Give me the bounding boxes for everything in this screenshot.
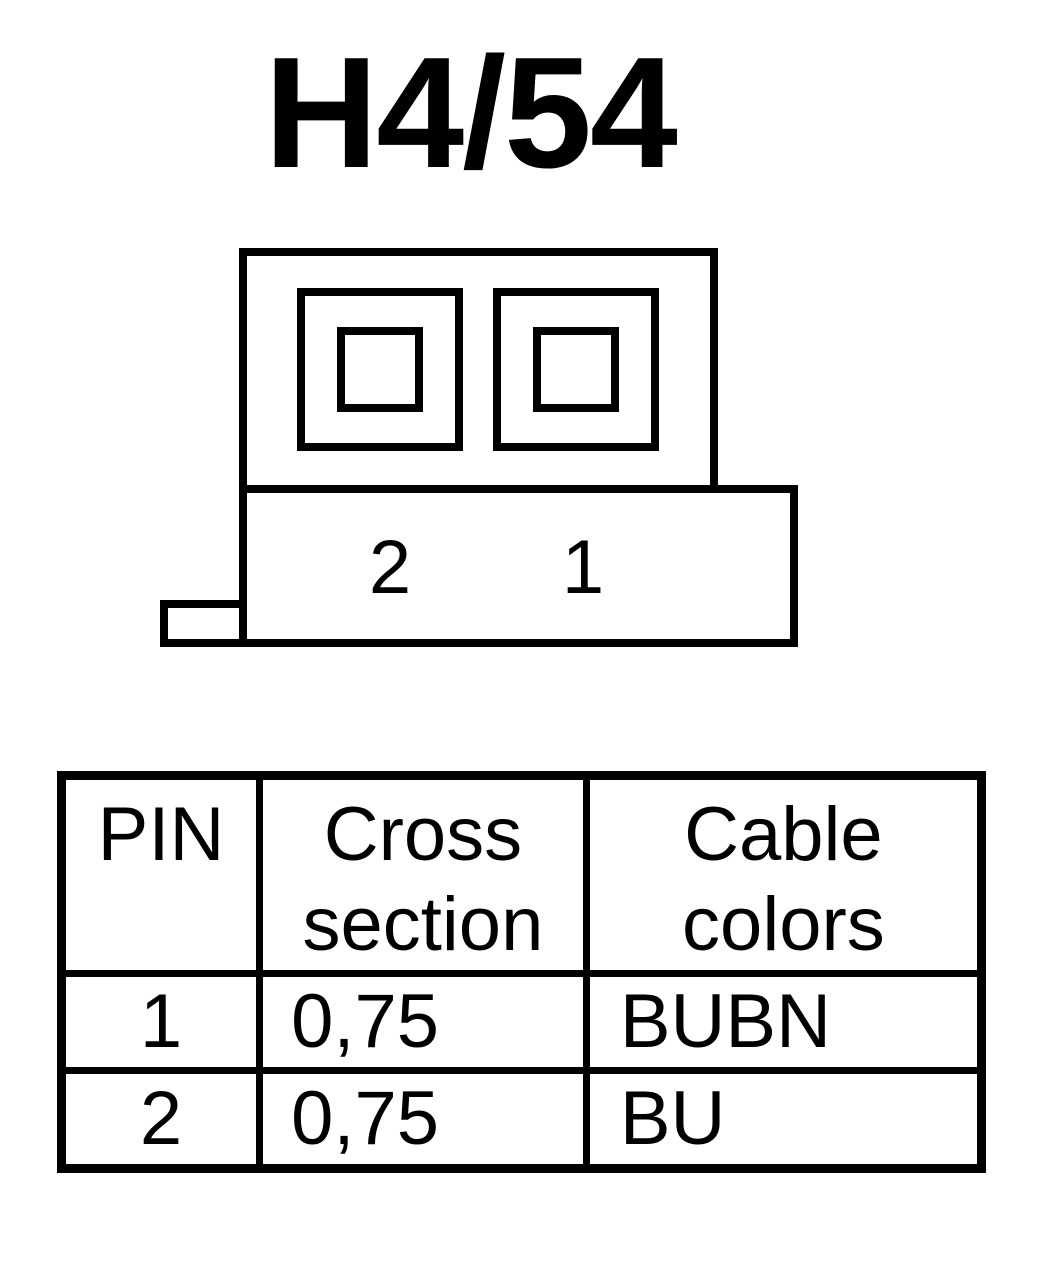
column-header-pin: PIN xyxy=(57,772,264,977)
header-text: section xyxy=(302,882,544,967)
connector-latch-tab xyxy=(160,600,247,647)
header-text: PIN xyxy=(97,792,225,877)
cell-cross-section: 0,75 xyxy=(256,970,590,1074)
cell-pin: 1 xyxy=(57,970,264,1074)
connector-housing-top xyxy=(239,248,718,493)
pin-cavity-outer-1 xyxy=(493,288,659,451)
table-row: 1 0,75 BUBN xyxy=(57,970,986,1074)
connector-title: H4/54 xyxy=(264,25,678,201)
cell-cross-section: 0,75 xyxy=(256,1067,590,1172)
header-text: Cross xyxy=(323,792,523,877)
header-text: Cable xyxy=(684,792,883,877)
pin-cavity-inner-1 xyxy=(533,327,619,412)
column-header-cross-section: Cross section xyxy=(256,772,590,977)
header-text: colors xyxy=(682,882,885,967)
table-row: 2 0,75 BU xyxy=(57,1067,986,1172)
column-header-cable-colors: Cable colors xyxy=(582,772,986,977)
pin-label-1: 1 xyxy=(562,525,604,610)
table-header-row: PIN Cross section Cable colors xyxy=(57,772,986,977)
cell-cable-color: BUBN xyxy=(582,970,986,1074)
cell-cable-color: BU xyxy=(582,1067,986,1172)
pin-label-2: 2 xyxy=(369,525,411,610)
connector-diagram: 2 1 xyxy=(160,248,798,647)
pin-cavity-inner-2 xyxy=(337,327,423,412)
cell-pin: 2 xyxy=(57,1067,264,1172)
connector-housing-bottom xyxy=(239,485,798,647)
pin-assignment-table: PIN Cross section Cable colors 1 0,75 BU… xyxy=(57,771,986,1173)
pin-cavity-outer-2 xyxy=(297,288,463,451)
